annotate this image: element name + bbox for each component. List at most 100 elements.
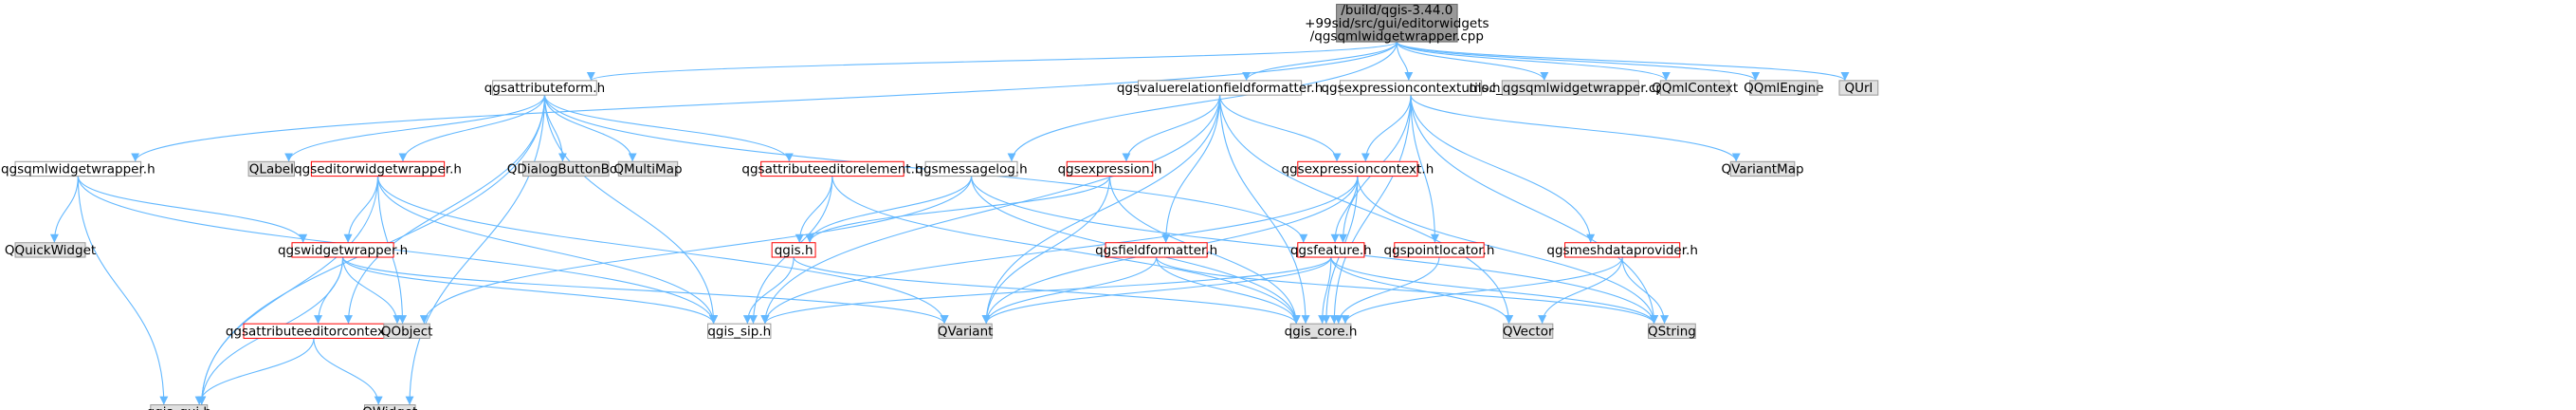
node-qgsattributeeditorcontext-h[interactable]: qgsattributeeditorcontext.h: [226, 323, 402, 339]
node-box: [291, 242, 394, 258]
node-qgseditorwidgetwrapper-h[interactable]: qgseditorwidgetwrapper.h: [294, 160, 462, 177]
node-qgswidgetwrapper-h[interactable]: qgswidgetwrapper.h: [278, 242, 408, 258]
node-qgsvaluerelationfieldformatter-h[interactable]: qgsvaluerelationfieldformatter.h: [1117, 80, 1323, 96]
edge-qgsattributeform-h-to-qgis-sip-h: [543, 95, 719, 325]
node-QVariant: QVariant: [938, 323, 994, 339]
edge-qgsexpressioncontextutils-h-to-QVariantMap: [1410, 95, 1741, 162]
node-label: QString: [1648, 324, 1696, 339]
node-QMultiMap: QMultiMap: [613, 160, 683, 177]
node-label: QQmlEngine: [1744, 81, 1823, 96]
node-box: [617, 160, 679, 177]
node-box: [522, 160, 610, 177]
node-box: [1729, 160, 1796, 177]
node-label: qgsmeshdataprovider.h: [1546, 243, 1697, 258]
node-box: [1289, 323, 1352, 339]
node-box: [1659, 80, 1730, 96]
edge-qgsexpressioncontextutils-h-to-qgis-core-h: [1329, 95, 1412, 325]
node-qgis-h[interactable]: qgis.h: [771, 242, 816, 258]
node-QDialogButtonBox: QDialogButtonBox: [507, 160, 625, 177]
dependency-edges: [49, 41, 1850, 405]
node-label: qgspointlocator.h: [1383, 243, 1494, 258]
node-label: qgis_sip.h: [707, 324, 771, 339]
node-moc: moc_qgsqmlwidgetwrapper.cpp: [1469, 80, 1672, 96]
node-label: QVariant: [938, 324, 994, 339]
edge-root-to-QQmlContext: [1396, 41, 1671, 82]
edge-qgsfeature-h-to-QVariant: [981, 256, 1332, 325]
edge-qgseditorwidgetwrapper-h-to-qgis-sip-h: [376, 176, 719, 325]
edge-qgsexpressioncontextutils-h-to-qgspointlocator-h: [1410, 95, 1439, 243]
edge-qgsmeshdataprovider-h-to-QVector: [1538, 257, 1623, 325]
node-qgsexpressioncontextutils-h[interactable]: qgsexpressioncontextutils.h: [1321, 80, 1501, 96]
edge-qgsfieldformatter-h-to-QVariant: [981, 256, 1158, 325]
node-box: [247, 160, 296, 177]
edge-qgsexpressioncontextutils-h-to-QString: [1410, 95, 1659, 325]
edge-qgswidgetwrapper-h-to-qgis-sip-h: [342, 256, 718, 325]
node-qgsattributeeditorelement-h[interactable]: qgsattributeeditorelement.h: [741, 160, 923, 177]
node-qgsmessagelog-h[interactable]: qgsmessagelog.h: [915, 160, 1028, 177]
edge-qgsattributeform-h-to-QLabel: [284, 95, 546, 162]
node-label: QVector: [1503, 324, 1554, 339]
node-QLabel: QLabel: [247, 160, 296, 177]
node-root[interactable]: /build/qgis-3.44.0+99sid/src/gui/editorw…: [1305, 3, 1489, 45]
edge-root-to-qgsqmlwidgetwrapper-h: [131, 41, 1398, 162]
node-qgsmeshdataprovider-h[interactable]: qgsmeshdataprovider.h: [1546, 242, 1698, 258]
node-label: qgsfieldformatter.h: [1095, 243, 1217, 258]
node-QQmlContext: QQmlContext: [1652, 80, 1738, 96]
node-qgsexpression-h[interactable]: qgsexpression.h: [1058, 160, 1162, 177]
node-box: [707, 323, 772, 339]
node-qgis-core-h: qgis_core.h: [1285, 323, 1357, 339]
edge-qgsfieldformatter-h-to-QString: [1156, 256, 1658, 325]
edge-qgsmessagelog-h-to-QObject: [419, 176, 973, 325]
node-box: [771, 242, 816, 258]
edge-root-to-qgsattributeform-h: [587, 41, 1398, 82]
edge-root-to-QUrl: [1396, 41, 1850, 82]
node-box: [1501, 80, 1639, 96]
node-box: [1066, 160, 1154, 177]
root-label-line: +99sid/src/gui/editorwidgets: [1305, 16, 1489, 31]
edge-qgsattributeeditorcontext-h-to-QWidget: [313, 338, 383, 405]
node-box: [150, 404, 209, 410]
node-label: QObject: [381, 324, 433, 339]
node-box: [1749, 80, 1818, 96]
node-label: qgsattributeform.h: [484, 81, 605, 96]
node-label: QVariantMap: [1722, 161, 1804, 177]
node-qgsfieldformatter-h[interactable]: qgsfieldformatter.h: [1095, 242, 1217, 258]
node-qgsexpressioncontext-h[interactable]: qgsexpressioncontext.h: [1282, 160, 1434, 177]
node-box: [1339, 80, 1483, 96]
node-box: [1105, 242, 1208, 258]
node-label: qgsfeature.h: [1290, 243, 1372, 258]
node-QVector: QVector: [1503, 323, 1554, 339]
node-box: [492, 80, 597, 96]
edge-qgsmeshdataprovider-h-to-QString: [1621, 257, 1670, 325]
node-QUrl: QUrl: [1838, 80, 1879, 96]
node-qgis-sip-h[interactable]: qgis_sip.h: [707, 323, 772, 339]
edge-root-to-qgsvaluerelationfieldformatter-h: [1242, 41, 1398, 82]
node-box: [1336, 4, 1458, 43]
edge-qgsqmlwidgetwrapper-h-to-qgis-gui-h: [77, 176, 169, 405]
root-label-line: /qgsqmlwidgetwrapper.cpp: [1310, 29, 1484, 45]
node-box: [760, 160, 904, 177]
node-qgsattributeform-h[interactable]: qgsattributeform.h: [484, 80, 605, 96]
root-label-line: /build/qgis-3.44.0: [1341, 3, 1452, 18]
node-box: [1648, 323, 1696, 339]
node-label: qgswidgetwrapper.h: [278, 243, 408, 258]
edge-root-to-QQmlEngine: [1396, 41, 1760, 82]
edge-qgspointlocator-h-to-qgis-core-h: [1334, 257, 1440, 325]
node-label: QQmlContext: [1652, 81, 1738, 96]
edge-qgsexpressioncontextutils-h-to-qgsexpressioncontext-h: [1361, 95, 1412, 162]
edge-qgsqmlwidgetwrapper-h-to-QQuickWidget: [49, 176, 79, 243]
node-qgsfeature-h[interactable]: qgsfeature.h: [1290, 242, 1372, 258]
node-box: [1564, 242, 1681, 258]
node-label: qgsexpressioncontext.h: [1282, 161, 1434, 177]
edge-qgsqmlwidgetwrapper-h-to-qgis-sip-h: [77, 176, 719, 325]
edge-qgsvaluerelationfieldformatter-h-to-QVariant: [981, 95, 1221, 325]
node-box: [1503, 323, 1554, 339]
edge-qgsexpression-h-to-QVariant: [981, 176, 1111, 325]
edge-qgsfeature-h-to-QString: [1330, 256, 1658, 325]
node-qgsqmlwidgetwrapper-h[interactable]: qgsqmlwidgetwrapper.h: [1, 160, 155, 177]
node-label: QWidget: [362, 405, 417, 410]
node-label: QDialogButtonBox: [507, 161, 625, 177]
node-qgspointlocator-h[interactable]: qgspointlocator.h: [1383, 242, 1494, 258]
node-box: [1138, 80, 1303, 96]
edge-qgsfeature-h-to-QVector: [1330, 256, 1514, 325]
